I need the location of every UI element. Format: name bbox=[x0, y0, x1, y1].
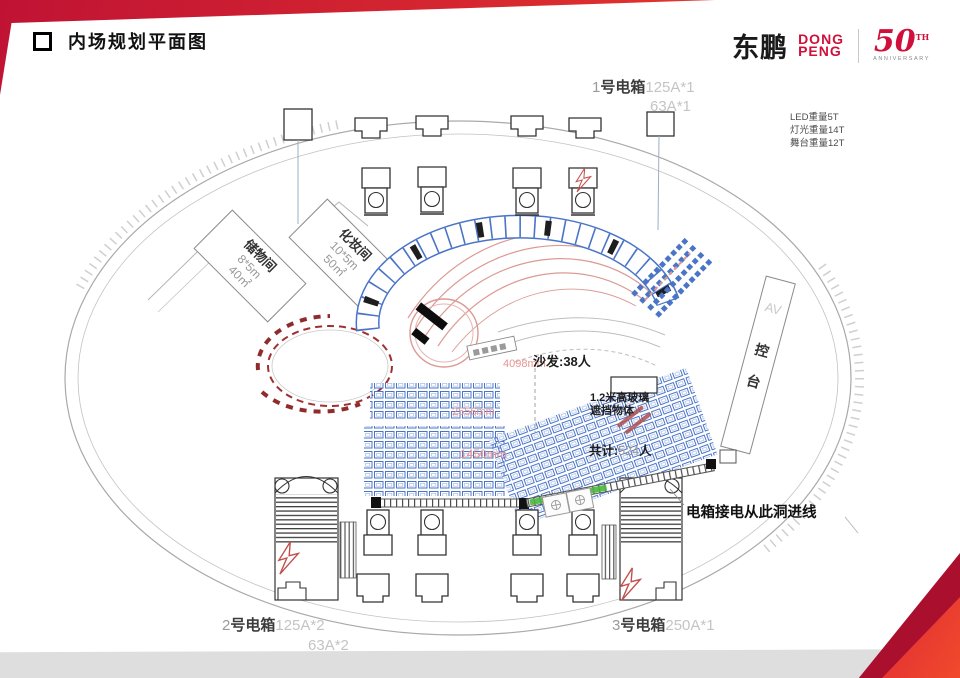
page-title: 内场规划平面图 bbox=[68, 32, 208, 52]
dim-1450: 1450mm bbox=[460, 447, 507, 461]
electric-box-1-amp2: 63A*1 bbox=[650, 98, 691, 115]
bottom-gray-strip bbox=[0, 649, 960, 678]
electric-box-1-label: 1号电箱125A*1 bbox=[592, 78, 695, 96]
electric-box-3-label: 3号电箱250A*1 bbox=[612, 616, 715, 634]
dim-2556: 2556mm bbox=[452, 406, 495, 418]
logo-anniversary-text: ANNIVERSARY bbox=[873, 55, 930, 62]
logo-chinese: 东鹏 bbox=[732, 33, 789, 63]
av-console-kong: 控 bbox=[753, 341, 771, 360]
sofa-arcs bbox=[497, 317, 666, 366]
glass-screen bbox=[534, 368, 658, 432]
storage-room: 储物间 8*5m 40㎡ bbox=[193, 209, 307, 323]
seat-blocks bbox=[364, 367, 718, 527]
stage-label-box bbox=[466, 335, 518, 361]
bleacher-steps bbox=[621, 496, 681, 544]
logo-peng: PENG bbox=[798, 42, 842, 59]
truss-chain bbox=[371, 449, 859, 534]
av-console-av: AV bbox=[763, 299, 783, 318]
square-bullet-icon bbox=[33, 31, 52, 51]
cable-inlet-note: 电箱接电从此洞进线 bbox=[686, 503, 817, 521]
av-console: AV 控 台 bbox=[720, 275, 796, 455]
piano-mark bbox=[415, 302, 448, 331]
upper-right-panel-rows bbox=[631, 236, 714, 318]
logo-divider bbox=[858, 28, 860, 63]
glass-note-line2: 遮挡物体 bbox=[590, 403, 635, 417]
weight-note-light: 灯光重量14T bbox=[790, 124, 845, 136]
dongpeng-logo: 东鹏 DONG PENG 50TH ANNIVERSARY bbox=[732, 26, 930, 65]
bleacher-steps bbox=[276, 494, 337, 545]
tiny-red-row-labels bbox=[617, 406, 652, 434]
dim-4098: 4098mm bbox=[503, 358, 546, 370]
total-note: 共计:524人 bbox=[589, 443, 652, 458]
round-stage bbox=[409, 298, 479, 368]
top-furniture-row bbox=[283, 108, 675, 231]
wall-hatch-top-left bbox=[76, 119, 342, 290]
electric-box-2-label: 2号电箱125A*2 bbox=[222, 616, 325, 634]
weight-note-stage: 舞台重量12T bbox=[790, 137, 845, 149]
pink-panel-row bbox=[644, 252, 691, 301]
led-truss-arc bbox=[355, 214, 680, 332]
electric-box-1-symbol bbox=[646, 111, 675, 137]
logo-dong: DONG bbox=[798, 30, 845, 47]
slide-header: 内场规划平面图 bbox=[33, 28, 208, 54]
right-bleacher bbox=[601, 476, 683, 601]
logo-50: 50TH bbox=[873, 23, 930, 59]
logo-anniversary: 50TH ANNIVERSARY bbox=[873, 23, 930, 62]
runway-dashed-ring bbox=[255, 314, 393, 414]
weight-note-led: LED重量5T bbox=[790, 111, 839, 123]
electric-box-2-amp2: 63A*2 bbox=[308, 637, 349, 654]
left-bleacher bbox=[274, 476, 357, 601]
logo-english: DONG PENG bbox=[798, 30, 845, 59]
av-console-tai: 台 bbox=[745, 372, 763, 391]
bottom-pedestal-rows bbox=[356, 509, 600, 603]
glass-note-line1: 1.2米高玻璃 bbox=[590, 390, 649, 404]
sofa-note: 沙发:38人 bbox=[533, 354, 592, 369]
